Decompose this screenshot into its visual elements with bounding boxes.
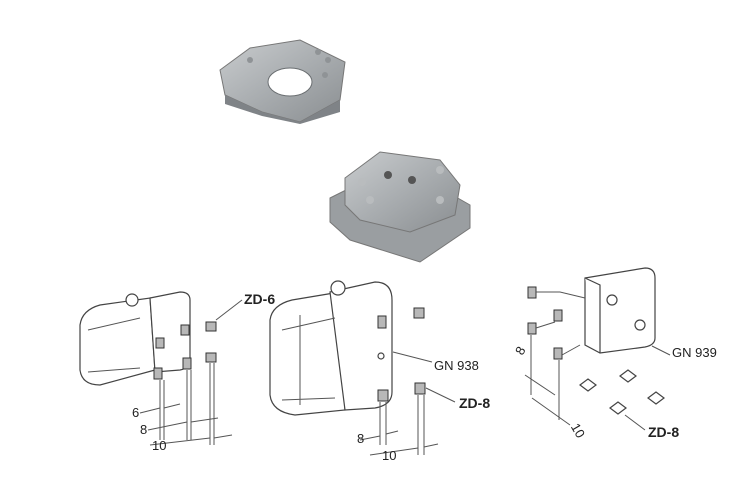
left-hinge-drawing <box>79 291 243 446</box>
gn939-hinge-drawing <box>524 267 671 431</box>
dim-middle-10: 10 <box>382 448 396 463</box>
label-zd-6: ZD-6 <box>244 291 275 307</box>
gn938-hinge-drawing <box>269 280 456 456</box>
dim-right-8: 8 <box>512 344 529 358</box>
dim-right-10: 10 <box>568 421 588 441</box>
label-zd-8-middle: ZD-8 <box>459 395 490 411</box>
zinc-clamp-block-photo <box>219 39 346 124</box>
zinc-base-block-photo <box>329 151 471 263</box>
label-zd-8-right: ZD-8 <box>648 424 679 440</box>
dim-left-8: 8 <box>140 422 147 437</box>
dim-left-6: 6 <box>132 405 139 420</box>
label-gn-938: GN 938 <box>434 358 479 373</box>
label-gn-939: GN 939 <box>672 345 717 360</box>
dim-middle-8: 8 <box>357 431 364 446</box>
dim-left-10: 10 <box>152 438 166 453</box>
